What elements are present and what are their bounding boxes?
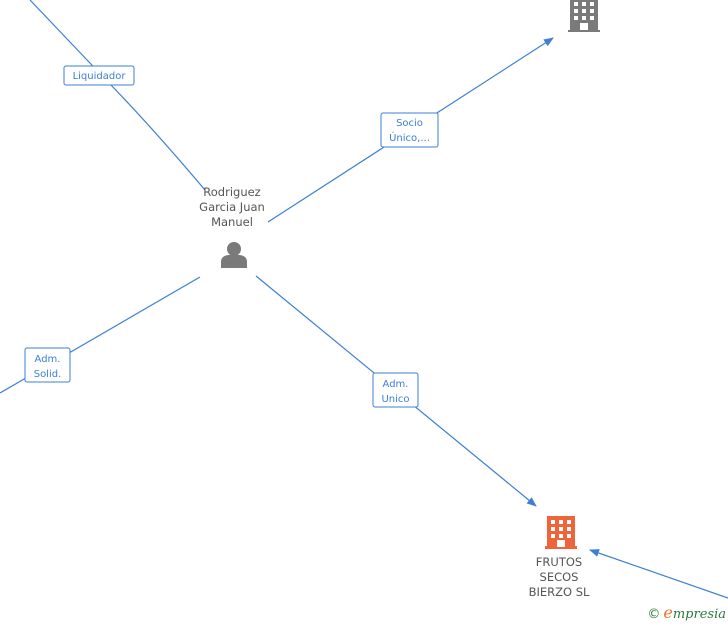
person-icon bbox=[221, 242, 247, 268]
person-name-line: Rodriguez bbox=[203, 185, 260, 199]
empresia-logo-text: mpresia bbox=[672, 607, 726, 622]
edge-label-text: Socio bbox=[396, 118, 423, 129]
building-icon bbox=[545, 516, 577, 549]
edge-incoming-main[interactable] bbox=[589, 549, 728, 599]
edges bbox=[0, 0, 728, 599]
empresia-watermark: ©empresia bbox=[647, 603, 726, 622]
edge-label-adm-unico[interactable]: Adm. Unico bbox=[372, 372, 419, 408]
edge-label-text: Unico bbox=[381, 394, 409, 405]
person-node[interactable]: Rodriguez Garcia Juan Manuel bbox=[199, 185, 265, 268]
company-name-line: BIERZO SL bbox=[529, 585, 590, 599]
person-name-line: Garcia Juan bbox=[199, 200, 265, 214]
edge-label-adm-solid[interactable]: Adm. Solid. bbox=[24, 347, 71, 383]
edge-label-text: Solid. bbox=[34, 369, 62, 380]
edge-label-text: Único,... bbox=[389, 131, 430, 144]
copyright-symbol: © bbox=[647, 607, 661, 622]
edge-label-text: Liquidador bbox=[73, 71, 127, 82]
edge-label-text: Adm. bbox=[383, 379, 409, 390]
building-icon bbox=[568, 0, 600, 32]
edge-label-socio-unico[interactable]: Socio Único,... bbox=[380, 112, 439, 148]
empresia-logo-initial: e bbox=[663, 603, 673, 622]
company-node-top[interactable] bbox=[568, 0, 600, 32]
company-name-line: SECOS bbox=[540, 570, 579, 584]
edge-label-liquidador[interactable]: Liquidador bbox=[63, 65, 135, 86]
company-name-line: FRUTOS bbox=[536, 555, 582, 569]
company-node-main[interactable]: FRUTOS SECOS BIERZO SL bbox=[529, 516, 590, 599]
person-name-line: Manuel bbox=[211, 215, 253, 229]
edge-label-text: Adm. bbox=[35, 354, 61, 365]
edge-liquidador[interactable] bbox=[29, 0, 206, 191]
